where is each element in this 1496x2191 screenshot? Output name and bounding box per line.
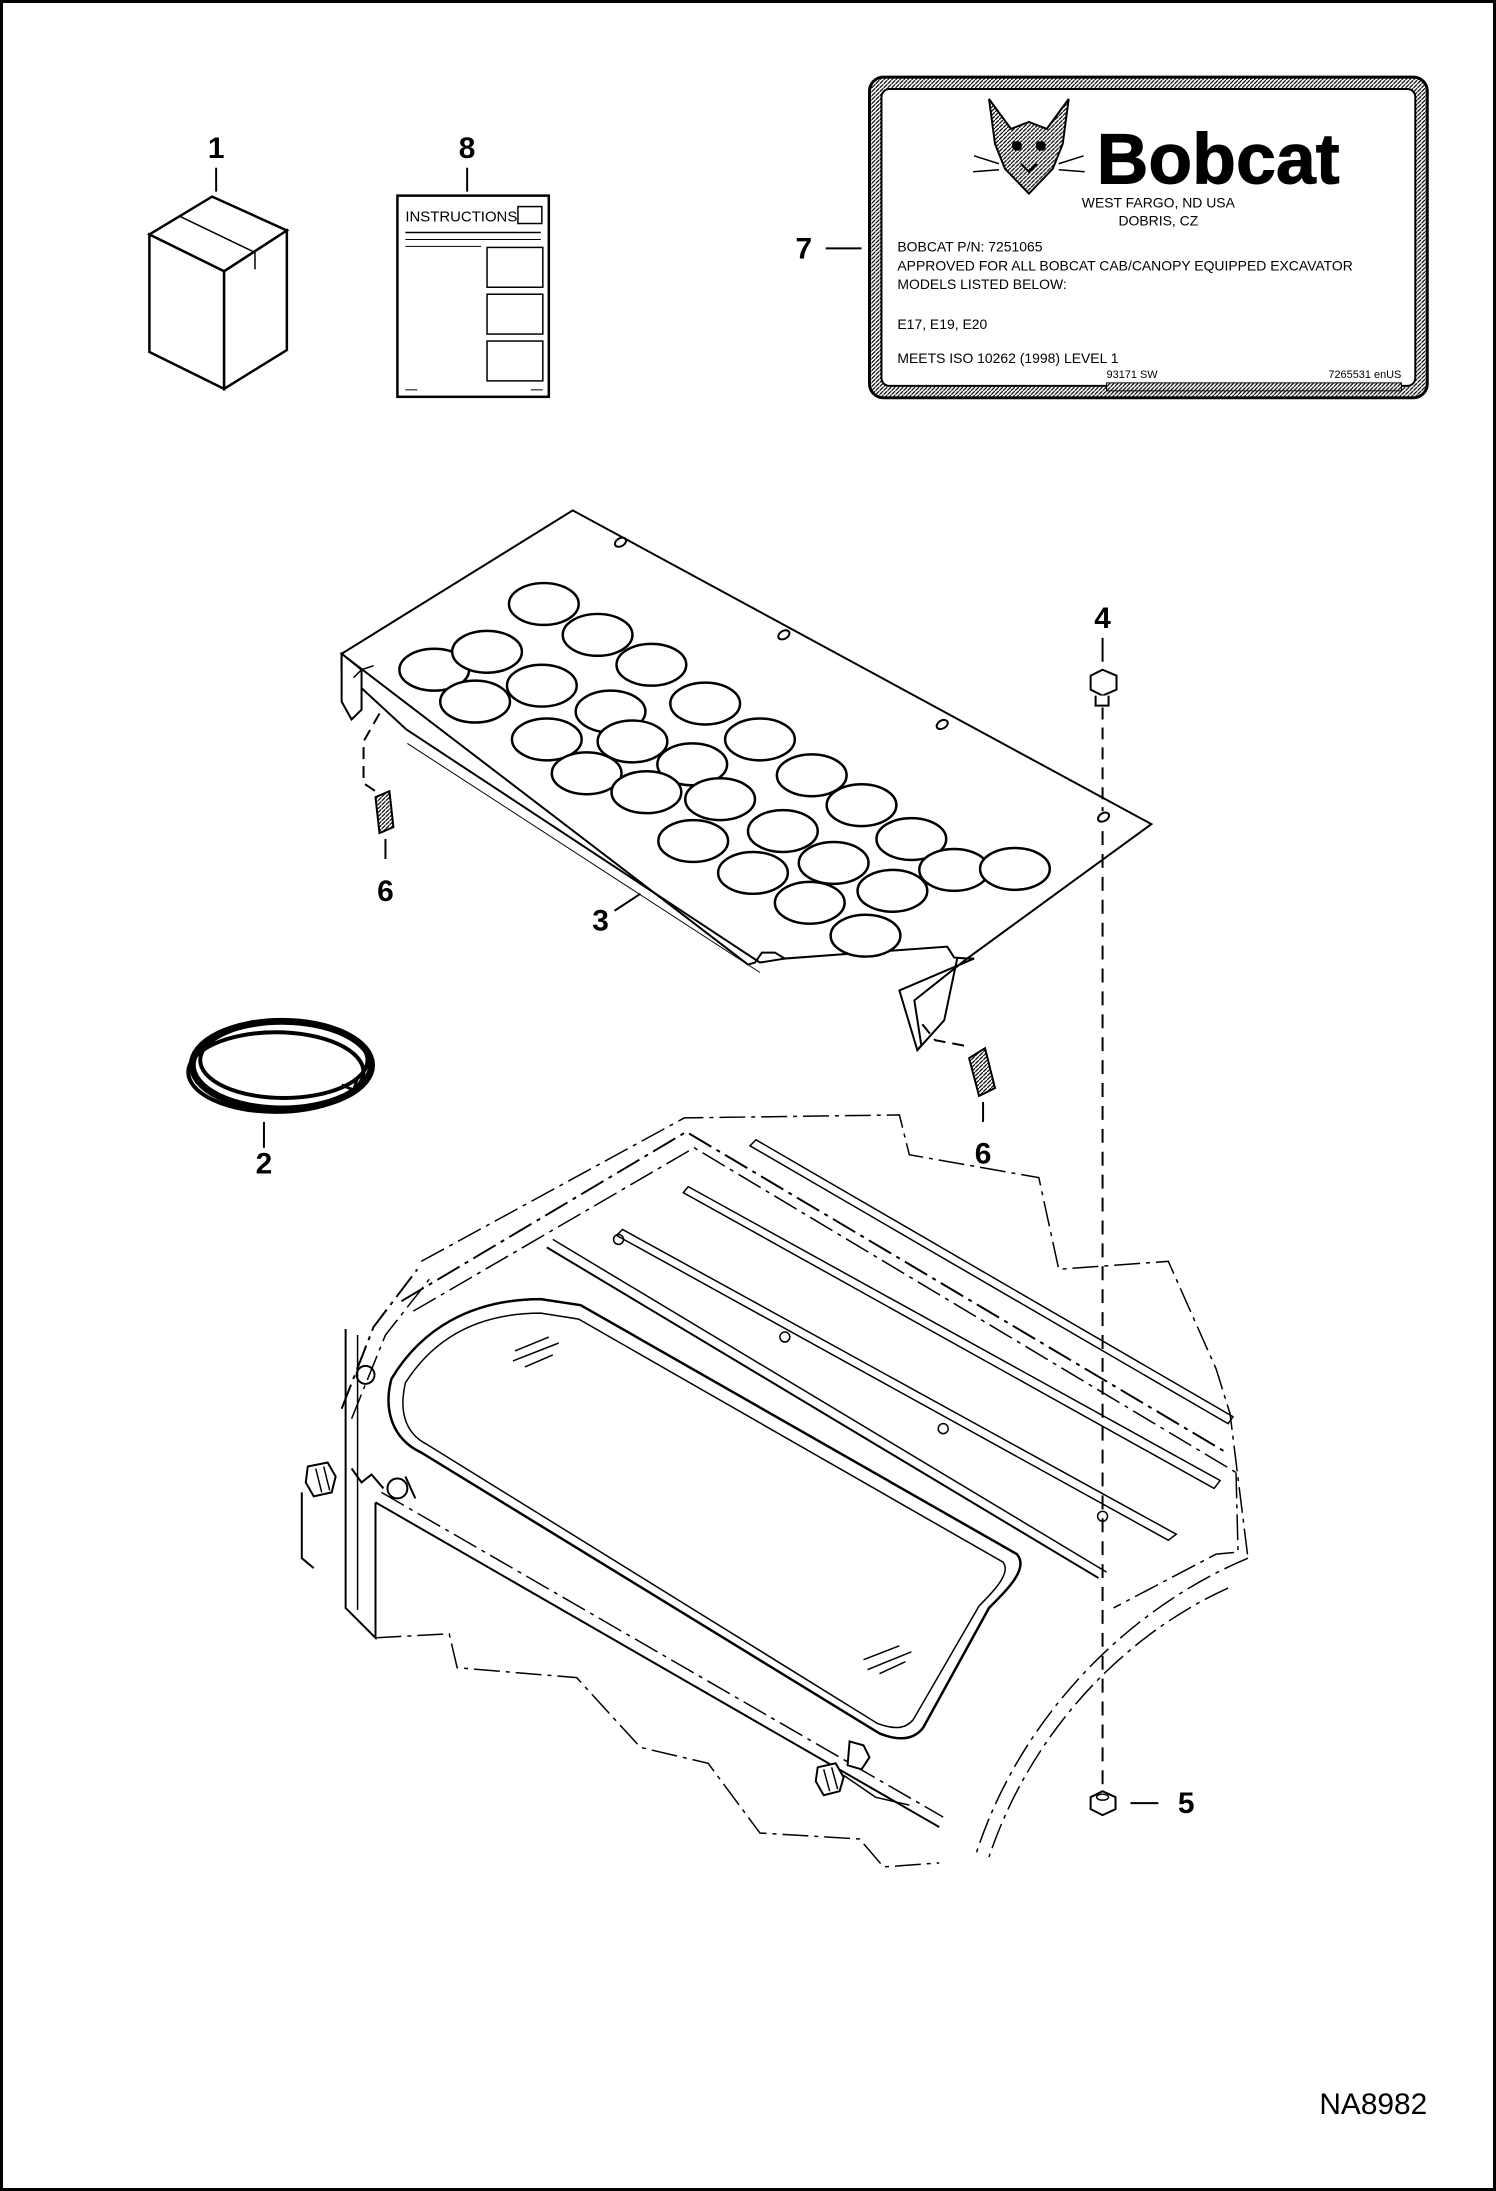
item-1-box: 1 bbox=[146, 132, 290, 392]
item-7-decal: 7 Bobcat WEST FARGO, ND USA DOBRIS, CZ B… bbox=[795, 75, 1429, 400]
item-3-guard-panel: 3 bbox=[339, 509, 1154, 1053]
decal-barcode bbox=[1106, 382, 1402, 392]
exploded-view-diagram: 1 8 INSTRUCTIONS 7 bbox=[146, 75, 1429, 2121]
decal-location-1: WEST FARGO, ND USA bbox=[1082, 195, 1236, 211]
callout-5: 5 bbox=[1178, 1787, 1195, 1820]
decal-approval-2: MODELS LISTED BELOW: bbox=[897, 276, 1066, 292]
instructions-title: INSTRUCTIONS bbox=[405, 209, 517, 226]
drawing-id: NA8982 bbox=[1319, 2088, 1427, 2121]
decal-standard: MEETS ISO 10262 (1998) LEVEL 1 bbox=[897, 350, 1118, 366]
hinge-front-icon bbox=[814, 1740, 910, 1806]
callout-6-right: 6 bbox=[975, 1138, 992, 1171]
decal-approval-1: APPROVED FOR ALL BOBCAT CAB/CANOPY EQUIP… bbox=[897, 257, 1352, 273]
decal-code-right: 7265531 enUS bbox=[1328, 369, 1401, 381]
item-6-pad-right: 6 bbox=[921, 1023, 997, 1171]
callout-8: 8 bbox=[459, 132, 476, 165]
callout-2: 2 bbox=[256, 1148, 273, 1181]
item-5-nut: 5 bbox=[1089, 1787, 1195, 1820]
item-8-instructions: 8 INSTRUCTIONS bbox=[396, 132, 551, 399]
decal-code-left: 93171 SW bbox=[1107, 369, 1159, 381]
hinge-left-icon bbox=[300, 1461, 337, 1569]
callout-3: 3 bbox=[592, 905, 609, 938]
decal-models: E17, E19, E20 bbox=[897, 316, 987, 332]
item-4-bolt: 4 bbox=[1089, 602, 1118, 1788]
decal-part-number: BOBCAT P/N: 7251065 bbox=[897, 238, 1042, 254]
decal-brand: Bobcat bbox=[1097, 120, 1340, 200]
bobcat-logo-icon bbox=[973, 98, 1085, 196]
callout-7: 7 bbox=[795, 232, 812, 265]
item-2-seal: 2 bbox=[186, 1017, 376, 1181]
decal-location-2: DOBRIS, CZ bbox=[1118, 213, 1198, 229]
callout-6-left: 6 bbox=[377, 875, 394, 908]
callout-4: 4 bbox=[1094, 602, 1111, 635]
item-6-pad-left: 6 bbox=[362, 713, 395, 908]
callout-1: 1 bbox=[208, 132, 225, 165]
cab-roof-context bbox=[300, 1114, 1249, 1868]
